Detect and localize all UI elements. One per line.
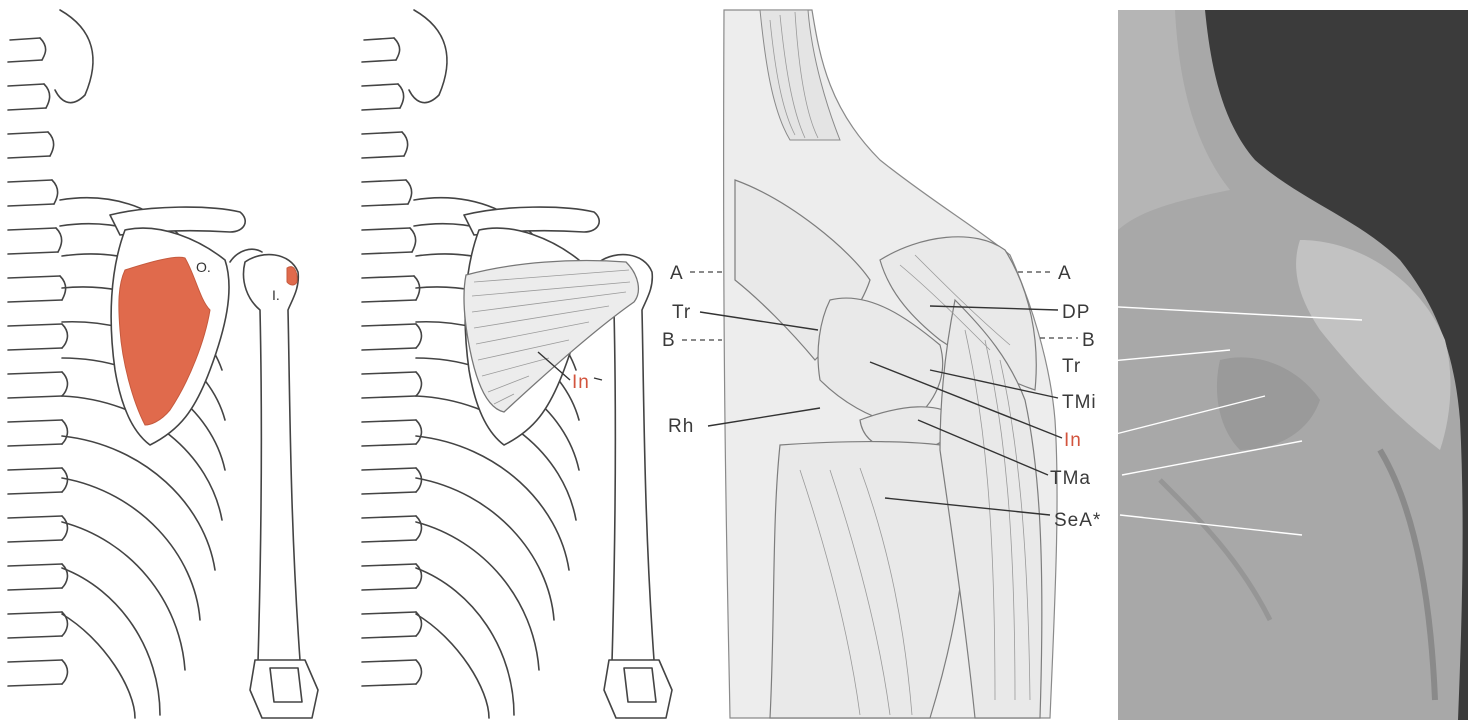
panel-photo (1100, 10, 1468, 720)
skull-outline (55, 10, 93, 103)
panel-skeleton-muscle: In (362, 10, 672, 718)
label-teres-major: TMa (1050, 468, 1091, 489)
origin-marker: O. (196, 259, 211, 275)
panel-skeleton-origin-insertion: O. I. (8, 10, 318, 718)
label-level-b-left: B (662, 330, 676, 351)
spine (8, 38, 67, 686)
label-deltoid-posterior: DP (1062, 302, 1090, 323)
infraspinatus-label: In (572, 372, 590, 393)
label-teres-minor: TMi (1062, 392, 1097, 413)
humerus (243, 255, 300, 662)
label-level-a-left: A (670, 263, 684, 284)
skull-outline (409, 10, 447, 103)
label-rhomboid: Rh (668, 416, 694, 437)
label-level-a-right: A (1058, 263, 1072, 284)
label-serratus-anterior: SeA* (1054, 510, 1101, 531)
insertion-marker: I. (272, 287, 280, 303)
latissimus-shape (770, 442, 966, 718)
label-infraspinatus: In (1064, 430, 1082, 451)
label-level-b-right: B (1082, 330, 1096, 351)
panel-muscle-illustration: A Tr B Rh A DP B Tr TMi In TMa SeA* (662, 10, 1101, 718)
spine (362, 38, 421, 686)
label-trapezius-left: Tr (672, 302, 691, 323)
label-trapezius-right: Tr (1062, 356, 1081, 377)
